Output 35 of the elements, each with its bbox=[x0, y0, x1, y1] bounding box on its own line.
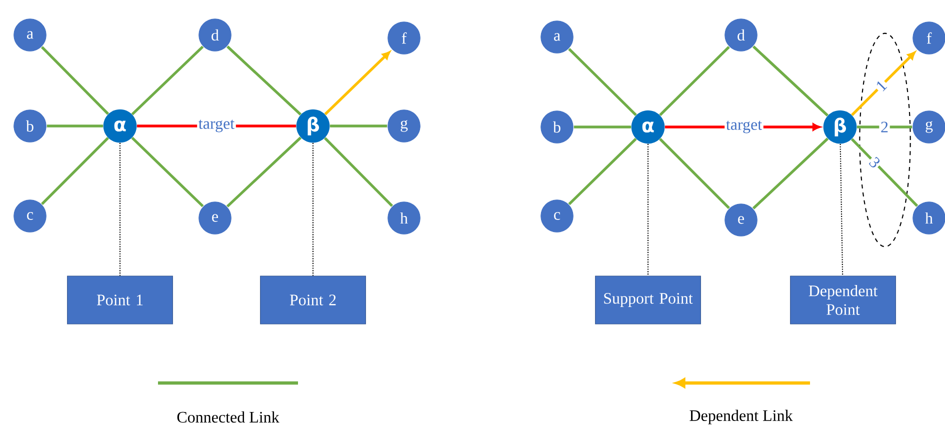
link-line bbox=[856, 126, 912, 128]
label-box: Point 1 bbox=[67, 276, 173, 324]
link-line bbox=[226, 136, 302, 208]
edge-label: 3 bbox=[866, 154, 884, 171]
link-line bbox=[46, 124, 104, 128]
link-line bbox=[659, 46, 730, 116]
edge-label: 1 bbox=[872, 77, 890, 94]
link-line bbox=[574, 126, 632, 128]
edge-label: target bbox=[197, 118, 236, 134]
link-line bbox=[226, 46, 302, 116]
link-line bbox=[41, 137, 109, 205]
leader-line bbox=[647, 144, 649, 276]
arrow bbox=[324, 51, 390, 116]
arrow bbox=[851, 52, 916, 116]
link-line bbox=[131, 136, 204, 208]
link-line bbox=[752, 138, 829, 210]
label-box: Point 2 bbox=[260, 276, 366, 324]
link-line bbox=[568, 138, 637, 206]
leader-line bbox=[312, 142, 314, 276]
link-line bbox=[850, 138, 918, 207]
link-line bbox=[40, 46, 110, 115]
link-line bbox=[568, 48, 637, 116]
link-line bbox=[324, 137, 394, 207]
leader-line bbox=[119, 142, 121, 276]
link-line bbox=[659, 138, 730, 209]
label-box: Support Point bbox=[595, 276, 701, 324]
link-line bbox=[330, 124, 388, 128]
edge-label: 2 bbox=[879, 120, 890, 134]
legend-text: Connected Link bbox=[177, 411, 280, 423]
label-box: Dependent Point bbox=[790, 276, 896, 324]
legend-text: Dependent Link bbox=[690, 410, 793, 424]
edge-label: target bbox=[724, 119, 764, 135]
link-line bbox=[752, 46, 829, 116]
leader-line bbox=[840, 144, 844, 276]
link-line bbox=[131, 46, 204, 116]
